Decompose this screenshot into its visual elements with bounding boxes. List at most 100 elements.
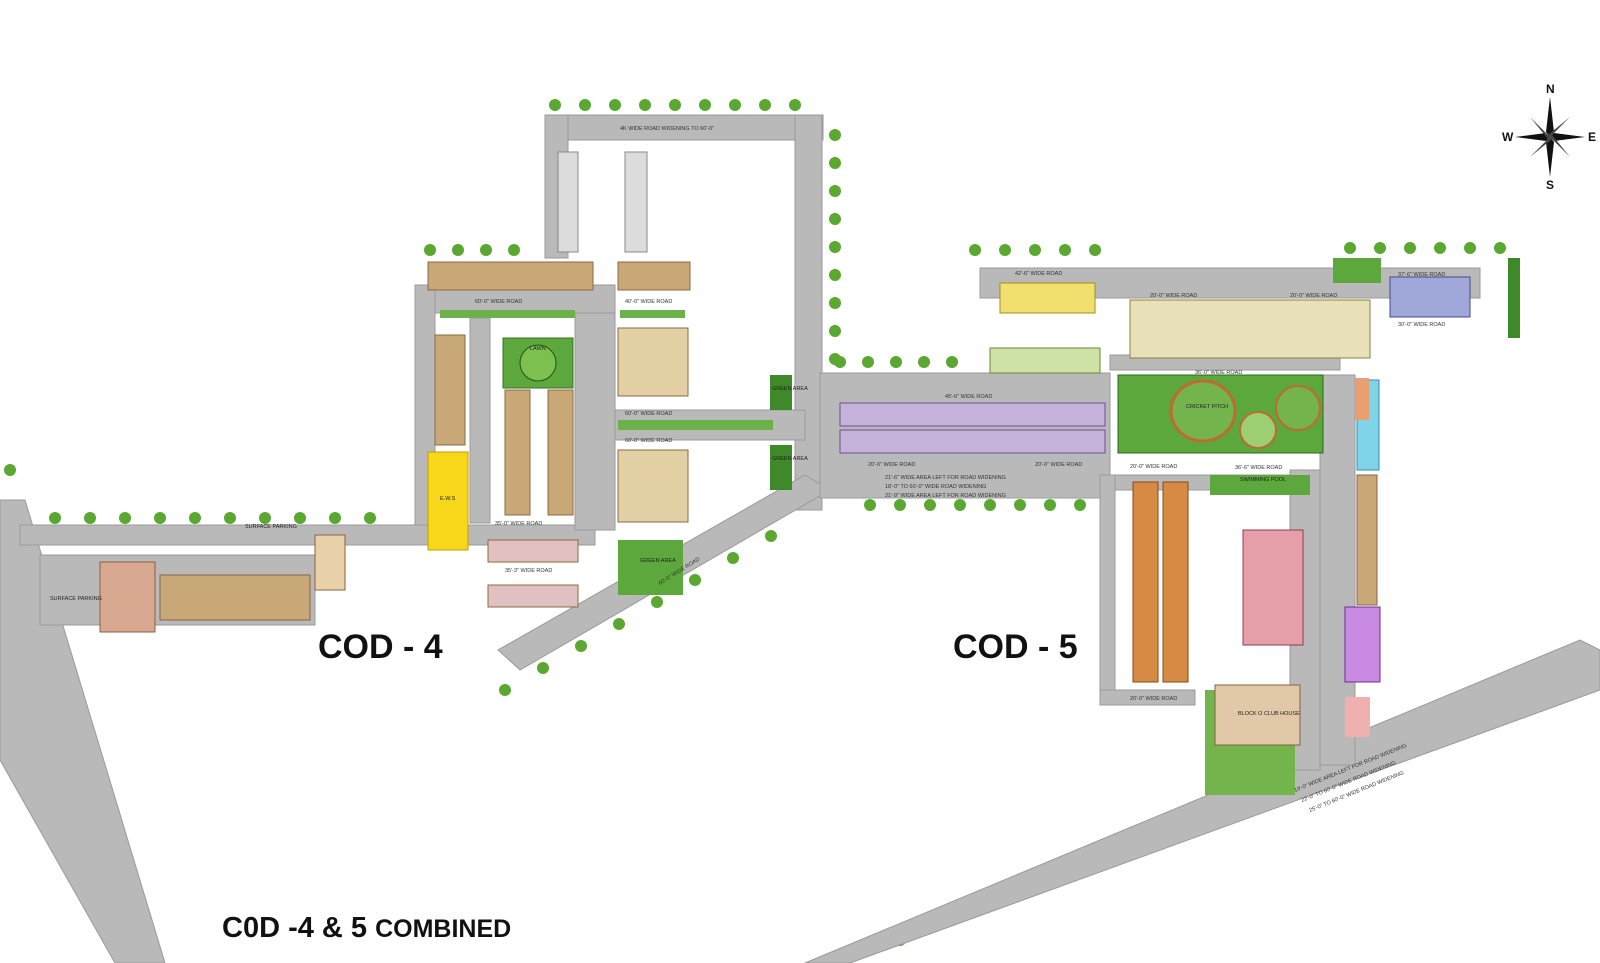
- block-row-top-east: [617, 261, 691, 291]
- green-area-label-3: GREEN AREA: [640, 558, 676, 564]
- road-cod4-col: [469, 317, 491, 524]
- tree-icon: [259, 512, 271, 524]
- block-bottom-2: [487, 584, 579, 608]
- block-bottom-1: [487, 539, 579, 563]
- tree-icon: [999, 244, 1011, 256]
- ews-block: [427, 451, 469, 551]
- tree-icon: [984, 499, 996, 511]
- block-lavender-row1: [839, 402, 1106, 427]
- block-col-mid2: [547, 389, 574, 516]
- map-title: C0D -4 & 5 COMBINED: [222, 912, 511, 945]
- tree-icon: [946, 356, 958, 368]
- map-title-suffix: COMBINED: [375, 915, 512, 943]
- tree-icon: [1464, 242, 1476, 254]
- tree-icon: [829, 157, 841, 169]
- map-title-main: C0D -4 & 5: [222, 912, 368, 944]
- tree-icon: [829, 297, 841, 309]
- tree-icon: [1494, 242, 1506, 254]
- road-label-30: 30'-0" WIDE ROAD: [1398, 322, 1445, 328]
- tree-icon: [1374, 242, 1386, 254]
- tree-icon: [154, 512, 166, 524]
- road-cod4-col2: [574, 299, 616, 531]
- block-lavender-row2: [839, 429, 1106, 454]
- tree-icon: [49, 512, 61, 524]
- compass-north: N: [1546, 82, 1555, 96]
- tree-icon: [508, 244, 520, 256]
- road-label-60c: 60'-0" WIDE ROAD: [625, 438, 672, 444]
- tree-icon: [364, 512, 376, 524]
- road-label-45: 45'-6" WIDE ROAD: [945, 394, 992, 400]
- green-strip-3: [620, 310, 685, 318]
- tree-icon: [1344, 242, 1356, 254]
- district-label-cod4: COD - 4: [318, 628, 443, 666]
- swimming-label: SWIMMING POOL: [1240, 477, 1286, 483]
- block-row-top-west: [427, 261, 594, 291]
- block-pink-small: [1345, 697, 1370, 737]
- block-cream-top: [1129, 299, 1371, 359]
- road-label-20c: 20'-0" WIDE ROAD: [868, 462, 915, 468]
- amenity-labels: CRICKET PITCH BLOCK O CLUB HOUSE SURFACE…: [50, 346, 1300, 717]
- block-tower-right: [624, 151, 648, 253]
- green-area-2: [770, 445, 792, 490]
- cod4-blocks: [99, 151, 792, 633]
- tree-icon: [924, 499, 936, 511]
- tree-icon: [424, 244, 436, 256]
- tree-icon: [579, 99, 591, 111]
- swimming-area: [1210, 475, 1310, 495]
- tree-icon: [1074, 499, 1086, 511]
- clubhouse-label: BLOCK O CLUB HOUSE: [1238, 711, 1300, 717]
- tree-icon: [1044, 499, 1056, 511]
- tree-icon: [452, 244, 464, 256]
- tree-icon: [918, 356, 930, 368]
- road-label-35: 35'-0" WIDE ROAD: [495, 521, 542, 527]
- road-right-diagonal: [804, 639, 1600, 963]
- tree-icon: [613, 618, 625, 630]
- road-label-36b: 36'-6" WIDE ROAD: [1235, 465, 1282, 471]
- road-label-20d: 20'-0" WIDE ROAD: [1035, 462, 1082, 468]
- ews-label: E.W.S: [440, 496, 456, 502]
- tree-icon: [890, 356, 902, 368]
- road-label-wid1: 21'-6" WIDE AREA LEFT FOR ROAD WIDENING: [885, 475, 1006, 481]
- tree-icon: [765, 530, 777, 542]
- block-orange-1: [1132, 481, 1159, 683]
- district-label-cod5: COD - 5: [953, 628, 1078, 666]
- tree-icon: [829, 185, 841, 197]
- tree-icon: [699, 99, 711, 111]
- tree-icon: [294, 512, 306, 524]
- compass-star-icon: [1515, 97, 1585, 177]
- tree-icon: [119, 512, 131, 524]
- tree-icon: [549, 99, 561, 111]
- compass-west: W: [1502, 130, 1514, 144]
- tree-icon: [727, 552, 739, 564]
- road-label-20e: 20'-0" WIDE ROAD: [1130, 696, 1177, 702]
- road-label-37: 37'-6" WIDE ROAD: [1398, 272, 1445, 278]
- block-east-1: [617, 327, 689, 397]
- road-label-20f: 20'-0" WIDE ROAD: [1130, 464, 1177, 470]
- parking-block: [99, 561, 156, 633]
- block-lightgreen: [989, 347, 1101, 374]
- tree-icon: [759, 99, 771, 111]
- tree-icon: [789, 99, 801, 111]
- tree-icon: [609, 99, 621, 111]
- block-col-mid1: [504, 389, 531, 516]
- green-area-3: [618, 540, 683, 595]
- tree-icon: [834, 356, 846, 368]
- road-label-top: 4K WIDE ROAD WIDENING TO 60'-0": [620, 126, 714, 132]
- surface-parking-label-2: SURFACE PARKING: [245, 524, 297, 530]
- block-orange-2: [1162, 481, 1189, 683]
- road-label-42: 42'-6" WIDE ROAD: [1015, 271, 1062, 277]
- compass-south: S: [1546, 178, 1555, 192]
- tree-icon: [537, 662, 549, 674]
- tree-icon: [689, 574, 701, 586]
- tree-icon: [1434, 242, 1446, 254]
- tree-icon: [829, 241, 841, 253]
- tree-icon: [4, 464, 16, 476]
- block-row-right: [1356, 474, 1378, 606]
- tree-icon: [189, 512, 201, 524]
- tree-icon: [224, 512, 236, 524]
- cricket-oval: [1169, 379, 1237, 443]
- surface-parking-label: SURFACE PARKING: [50, 596, 102, 602]
- block-purple: [1344, 606, 1381, 683]
